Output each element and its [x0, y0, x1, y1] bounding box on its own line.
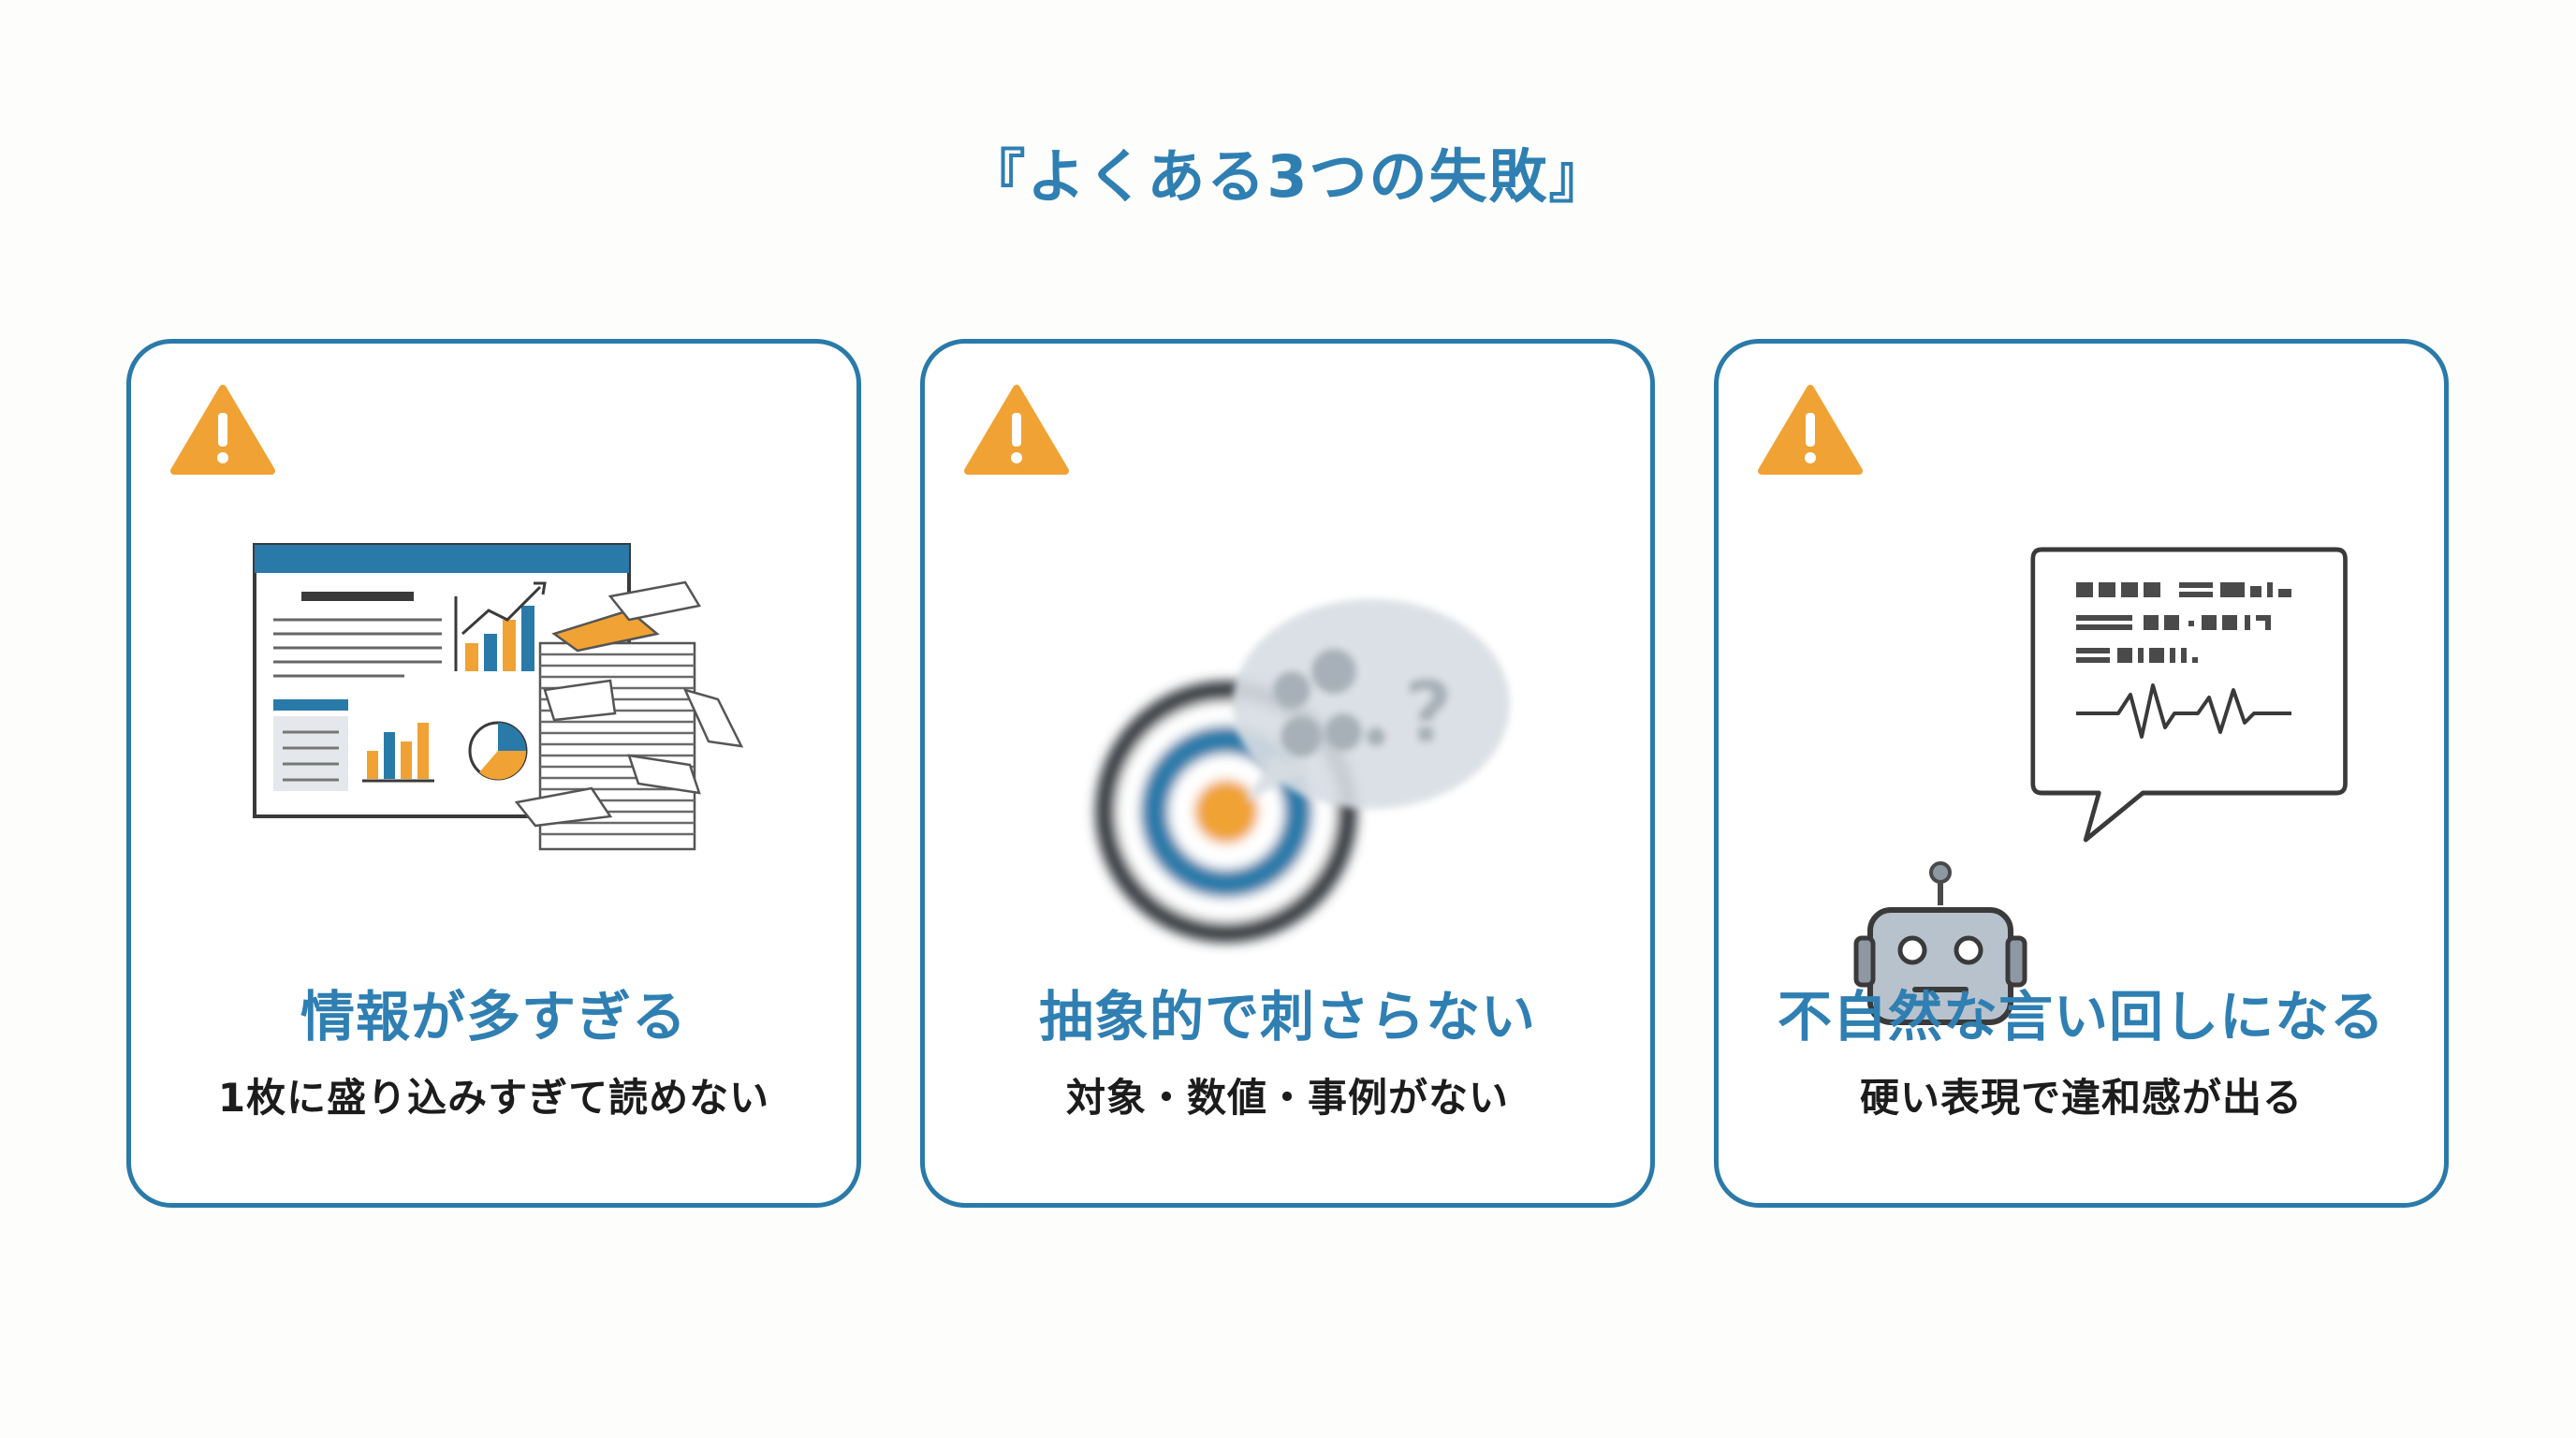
card-unnatural-phrasing: 不自然な言い回しになる 硬い表現で違和感が出る — [1714, 339, 2449, 1208]
card-too-much-info: 情報が多すぎる 1枚に盛り込みすぎて読めない — [126, 339, 861, 1208]
card-heading: 不自然な言い回しになる — [1777, 985, 2385, 1049]
page-title: 『よくある3つの失敗』 — [967, 142, 1609, 211]
warning-icon — [964, 385, 1069, 475]
card-subtext: 硬い表現で違和感が出る — [1859, 1075, 2303, 1121]
card-subtext: 1枚に盛り込みすぎて読めない — [217, 1075, 770, 1121]
cluttered-slide-illustration — [253, 543, 744, 851]
card-heading: 抽象的で刺さらない — [1038, 985, 1536, 1049]
card-heading: 情報が多すぎる — [300, 985, 687, 1049]
warning-icon — [170, 385, 275, 475]
card-abstract: ? 抽象的で刺さらない 対象・数値・事例がない — [920, 339, 1655, 1208]
warning-icon — [1758, 385, 1863, 475]
card-subtext: 対象・数値・事例がない — [1065, 1075, 1509, 1121]
svg-text:?: ? — [1404, 664, 1453, 762]
blurred-target-illustration: ? — [1095, 599, 1510, 943]
robot-speech-illustration — [1853, 547, 2348, 1025]
